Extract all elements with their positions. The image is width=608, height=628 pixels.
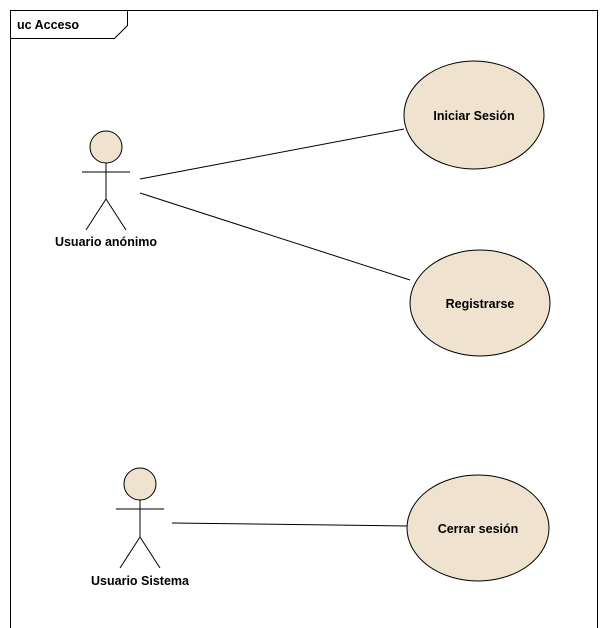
association-anonimo-registrarse[interactable] <box>139 192 411 281</box>
use-case-ellipse <box>406 474 550 582</box>
use-case-ellipse <box>409 249 551 357</box>
associations <box>139 128 411 527</box>
association-sistema-cerrar-sesion[interactable] <box>171 522 408 527</box>
frame-tab <box>10 10 128 39</box>
use-case-iniciar-sesion[interactable]: Iniciar Sesión <box>403 60 545 170</box>
use-case-label: Iniciar Sesión <box>433 109 514 123</box>
use-case-cerrar-sesion[interactable]: Cerrar sesión <box>406 474 550 582</box>
actor-usuario-anonimo[interactable]: Usuario anónimo <box>55 130 157 249</box>
actor-label: Usuario anónimo <box>55 235 157 249</box>
use-case-label: Cerrar sesión <box>438 522 519 536</box>
actor-usuario-sistema[interactable]: Usuario Sistema <box>91 467 190 588</box>
actor-stick-figure-icon <box>116 467 164 569</box>
use-case-label: Registrarse <box>446 297 515 311</box>
diagram-frame: uc Acceso <box>10 10 598 628</box>
actor-label: Usuario Sistema <box>91 574 190 588</box>
use-case-registrarse[interactable]: Registrarse <box>409 249 551 357</box>
frame-title: uc Acceso <box>17 18 79 32</box>
association-anonimo-iniciar-sesion[interactable] <box>139 128 405 180</box>
use-case-ellipse <box>403 60 545 170</box>
actor-stick-figure-icon <box>82 130 130 231</box>
